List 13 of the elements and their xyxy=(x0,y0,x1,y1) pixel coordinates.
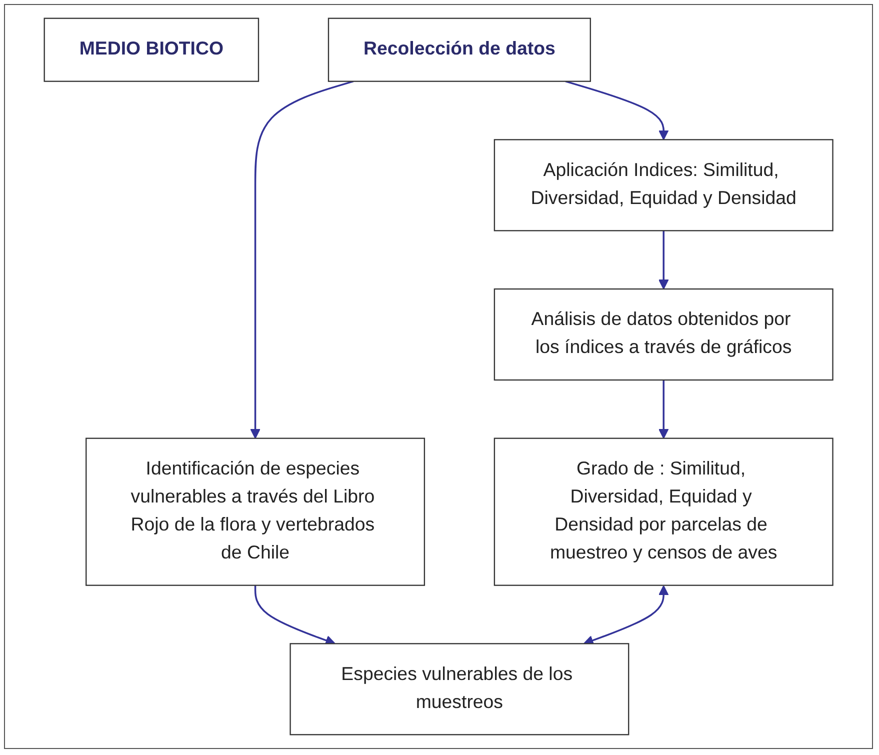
arrow xyxy=(565,80,669,140)
node-box: Identificación de especies vulnerables a través del Libro Rojo de la flora y vertebrados de Chile xyxy=(85,438,425,586)
node-box: Recolección de datos xyxy=(328,18,591,82)
node-box: Aplicación Indices: Similitud, Diversidad, Equidad y Densidad xyxy=(494,139,834,232)
node-box: Especies vulnerables de los muestreos xyxy=(290,643,630,736)
node-box: Análisis de datos obtenidos por los índices a través de gráficos xyxy=(494,288,834,381)
arrow xyxy=(583,585,669,646)
node-box: Grado de : Similitud, Diversidad, Equidad y Densidad por parcelas de muestreo y censos de aves xyxy=(494,438,834,586)
node-box: MEDIO BIOTICO xyxy=(44,18,260,82)
arrow xyxy=(658,380,669,439)
arrow xyxy=(254,585,336,646)
arrow xyxy=(658,230,669,290)
arrow xyxy=(250,80,354,439)
